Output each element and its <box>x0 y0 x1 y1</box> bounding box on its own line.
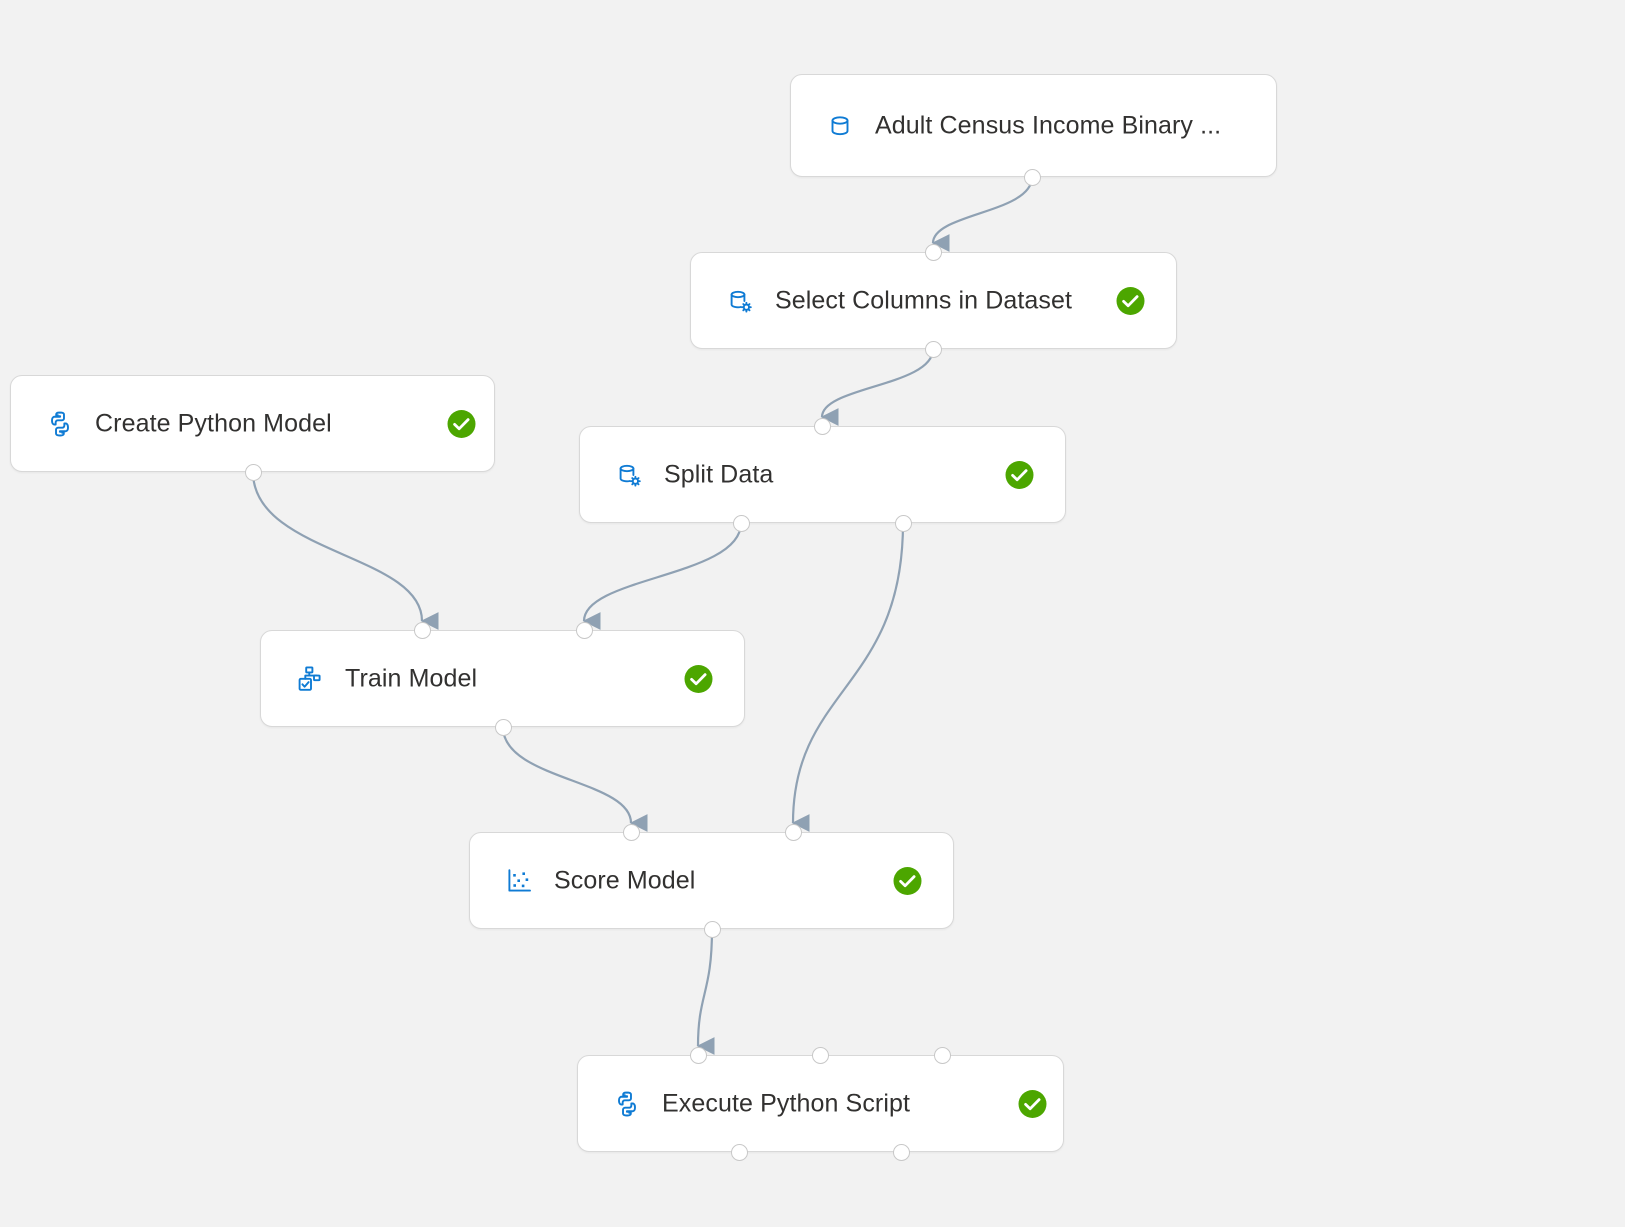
node-select-columns-in-dataset[interactable]: Select Columns in Dataset <box>690 252 1177 349</box>
output-port[interactable] <box>1023 168 1041 186</box>
edge-python-to-train[interactable] <box>251 471 439 630</box>
node-title: Score Model <box>554 866 696 894</box>
node-train-model[interactable]: Train Model <box>260 630 745 727</box>
output-port[interactable] <box>892 1143 910 1161</box>
train-model-icon <box>295 664 325 694</box>
input-port[interactable] <box>575 621 593 639</box>
input-port[interactable] <box>813 417 831 435</box>
node-title: Adult Census Income Binary ... <box>875 111 1222 139</box>
node-split-data[interactable]: Split Data <box>579 426 1066 523</box>
node-title: Execute Python Script <box>662 1089 911 1117</box>
status-badge-success-icon <box>1018 1089 1047 1118</box>
input-port[interactable] <box>689 1046 707 1064</box>
node-title: Train Model <box>345 664 478 692</box>
node-title: Create Python Model <box>95 409 332 437</box>
dataset-transform-icon <box>614 460 644 490</box>
output-port[interactable] <box>924 340 942 358</box>
output-port[interactable] <box>732 514 750 532</box>
input-port[interactable] <box>784 823 802 841</box>
input-port[interactable] <box>413 621 431 639</box>
node-create-python-model[interactable]: Create Python Model <box>10 375 495 472</box>
output-port[interactable] <box>730 1143 748 1161</box>
edge-dataset-to-select[interactable] <box>931 176 1034 253</box>
edge-score-to-execute[interactable] <box>696 928 715 1056</box>
output-port[interactable] <box>894 514 912 532</box>
python-icon <box>612 1089 642 1119</box>
node-title: Split Data <box>664 460 774 488</box>
score-model-icon <box>504 866 534 896</box>
dataset-transform-icon <box>725 286 755 316</box>
status-badge-success-icon <box>447 409 476 438</box>
node-adult-census-income-binary[interactable]: Adult Census Income Binary ... <box>790 74 1277 177</box>
status-badge-success-icon <box>1116 286 1145 315</box>
status-badge-success-icon <box>684 664 713 693</box>
output-port[interactable] <box>244 463 262 481</box>
output-port[interactable] <box>494 718 512 736</box>
edge-train-to-score[interactable] <box>501 726 648 832</box>
input-port[interactable] <box>811 1046 829 1064</box>
edge-split-to-score[interactable] <box>791 522 905 833</box>
node-title: Select Columns in Dataset <box>775 286 1073 314</box>
output-port[interactable] <box>703 920 721 938</box>
edge-split-to-train[interactable] <box>582 522 743 631</box>
input-port[interactable] <box>933 1046 951 1064</box>
status-badge-success-icon <box>1005 460 1034 489</box>
input-port[interactable] <box>924 243 942 261</box>
input-port[interactable] <box>622 823 640 841</box>
dataset-icon <box>825 111 855 141</box>
node-score-model[interactable]: Score Model <box>469 832 954 929</box>
node-execute-python-script[interactable]: Execute Python Script <box>577 1055 1064 1152</box>
status-badge-success-icon <box>893 866 922 895</box>
edge-select-to-split[interactable] <box>820 348 935 427</box>
python-icon <box>45 409 75 439</box>
